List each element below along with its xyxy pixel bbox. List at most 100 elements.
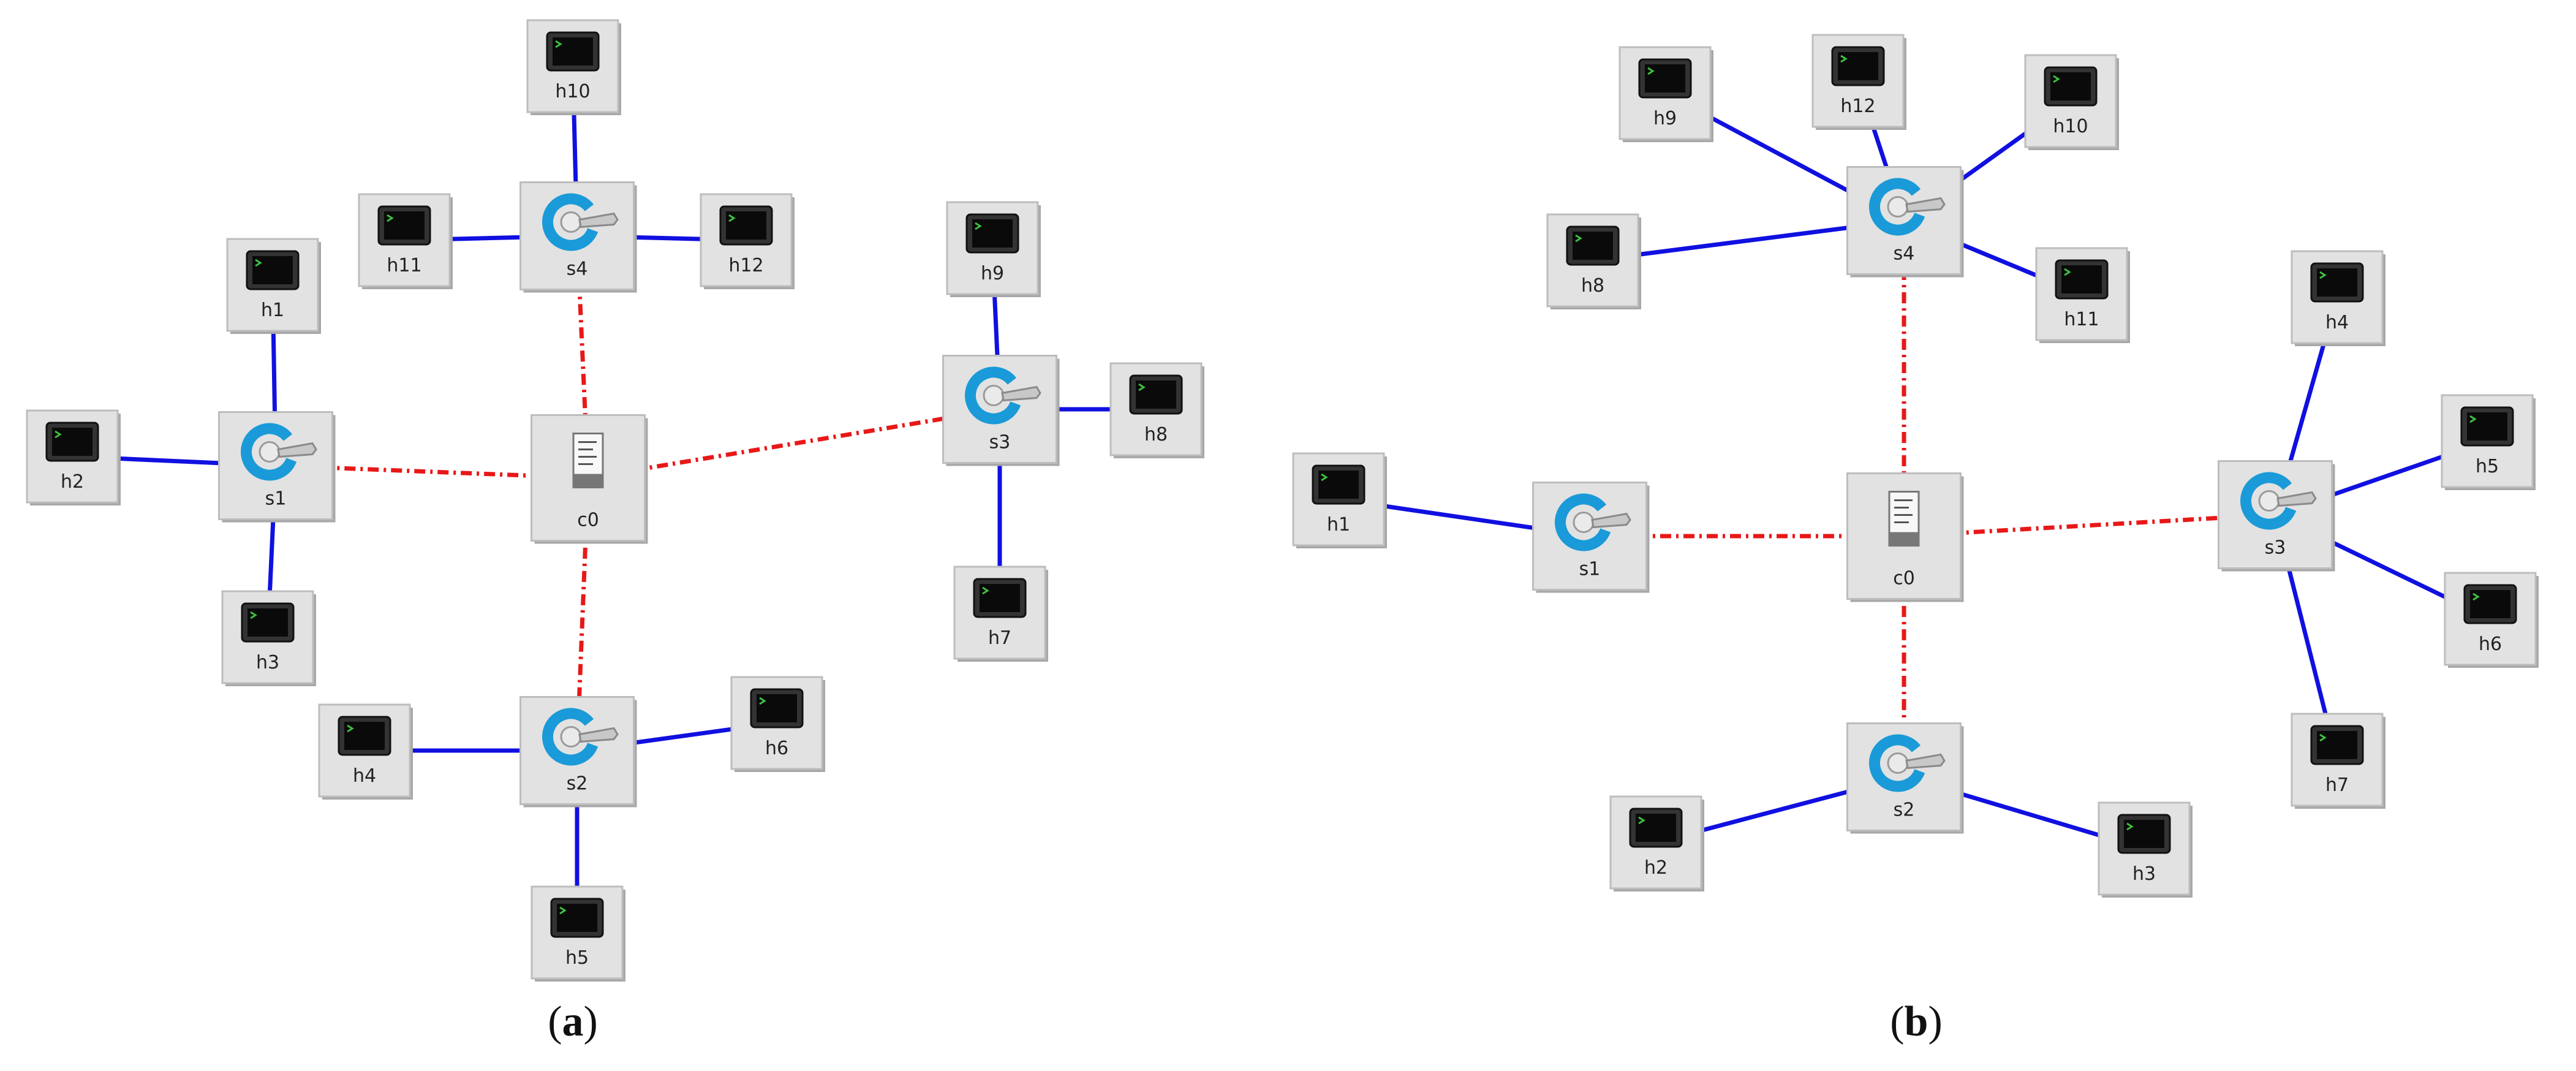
node-label-h10: h10 xyxy=(2053,116,2088,137)
switch-node-s1[interactable]: s1 xyxy=(218,411,336,523)
node-label-h4: h4 xyxy=(353,765,376,787)
terminal-icon xyxy=(2463,584,2517,624)
switch-icon xyxy=(542,193,619,251)
node-label-s4: s4 xyxy=(1894,243,1915,265)
terminal-icon xyxy=(1129,374,1183,415)
host-node-h7[interactable]: h7 xyxy=(953,566,1048,662)
terminal-icon xyxy=(2055,259,2109,300)
terminal-icon xyxy=(546,31,600,72)
control-link-c0-s3 xyxy=(1903,512,2276,539)
node-label-s3: s3 xyxy=(989,432,1011,453)
node-label-s2: s2 xyxy=(567,773,588,795)
host-node-h1[interactable]: h1 xyxy=(1292,452,1387,548)
node-label-h1: h1 xyxy=(261,300,284,321)
terminal-icon xyxy=(2310,262,2364,303)
host-node-h8[interactable]: h8 xyxy=(1109,362,1204,458)
host-node-h4[interactable]: h4 xyxy=(318,703,413,800)
node-label-c0: c0 xyxy=(577,510,599,531)
node-box xyxy=(1846,722,1962,831)
node-label-h8: h8 xyxy=(1581,275,1604,297)
switch-icon xyxy=(542,708,619,766)
host-node-h11[interactable]: h11 xyxy=(358,193,453,289)
terminal-icon xyxy=(1629,808,1683,848)
host-node-h7[interactable]: h7 xyxy=(2291,713,2385,809)
node-label-s3: s3 xyxy=(2265,537,2286,559)
host-node-h6[interactable]: h6 xyxy=(730,676,825,772)
controller-node-c0[interactable]: c0 xyxy=(1846,472,1964,602)
node-label-h10: h10 xyxy=(555,81,590,102)
switch-node-s2[interactable]: s2 xyxy=(519,696,637,808)
host-node-h6[interactable]: h6 xyxy=(2444,572,2539,668)
controller-node-c0[interactable]: c0 xyxy=(531,414,648,544)
host-node-h5[interactable]: h5 xyxy=(2441,394,2536,490)
host-node-h9[interactable]: h9 xyxy=(946,201,1041,297)
switch-node-s3[interactable]: s3 xyxy=(2218,460,2335,572)
terminal-icon xyxy=(2044,66,2098,107)
node-label-h4: h4 xyxy=(2325,312,2349,333)
node-label-h6: h6 xyxy=(2479,634,2502,655)
host-node-h5[interactable]: h5 xyxy=(531,885,625,982)
host-node-h8[interactable]: h8 xyxy=(1546,213,1641,309)
host-node-h10[interactable]: h10 xyxy=(2024,54,2119,150)
terminal-icon xyxy=(973,578,1027,618)
node-label-h3: h3 xyxy=(256,652,279,673)
terminal-icon xyxy=(1831,46,1885,86)
node-label-h9: h9 xyxy=(981,263,1004,284)
node-label-h3: h3 xyxy=(2132,863,2156,885)
terminal-icon xyxy=(2310,725,2364,765)
terminal-icon xyxy=(377,205,431,246)
node-label-h8: h8 xyxy=(1144,424,1168,445)
terminal-icon xyxy=(1638,58,1692,99)
node-label-h7: h7 xyxy=(2325,774,2349,796)
terminal-icon xyxy=(1566,225,1620,266)
node-label-h2: h2 xyxy=(61,471,84,493)
switch-icon xyxy=(1555,493,1631,551)
control-link-c0-s3 xyxy=(587,407,1000,480)
switch-icon xyxy=(1869,734,1946,792)
terminal-icon xyxy=(241,602,295,643)
switch-node-s4[interactable]: s4 xyxy=(1846,166,1964,278)
node-label-h1: h1 xyxy=(1327,514,1350,536)
host-node-h12[interactable]: h12 xyxy=(1811,34,1906,130)
host-node-h2[interactable]: h2 xyxy=(1609,795,1704,891)
switch-icon xyxy=(2240,472,2317,530)
terminal-icon xyxy=(45,422,99,462)
switch-node-s3[interactable]: s3 xyxy=(942,355,1060,466)
node-label-h2: h2 xyxy=(1644,857,1668,879)
host-node-h2[interactable]: h2 xyxy=(26,409,121,505)
host-node-h1[interactable]: h1 xyxy=(226,238,321,334)
terminal-icon xyxy=(2460,406,2514,447)
host-node-h9[interactable]: h9 xyxy=(1618,46,1713,142)
panel-a-nodes: c0 s1 s2 s3 s4 h1 h2 h3 h4 h5 h6 h7 h8 h9 h10 h11 h12 xyxy=(26,19,1204,982)
switch-node-s1[interactable]: s1 xyxy=(1532,482,1650,593)
node-label-h5: h5 xyxy=(2476,456,2499,477)
node-label-h12: h12 xyxy=(1840,96,1875,117)
host-node-h11[interactable]: h11 xyxy=(2035,247,2130,343)
host-node-h10[interactable]: h10 xyxy=(526,19,621,115)
switch-icon xyxy=(1869,178,1946,236)
terminal-icon xyxy=(719,205,773,246)
node-label-h11: h11 xyxy=(387,255,421,276)
server-icon xyxy=(1888,491,1920,547)
panel-a-caption: (a) xyxy=(548,998,598,1045)
host-node-h12[interactable]: h12 xyxy=(700,193,795,289)
panel-b-nodes: c0 s1 s2 s3 s4 h1 h2 h3 h4 h5 h6 h7 h8 h9 h10 h11 h12 xyxy=(1292,34,2539,898)
switch-node-s2[interactable]: s2 xyxy=(1846,722,1964,834)
host-node-h3[interactable]: h3 xyxy=(221,590,316,686)
switch-icon xyxy=(241,423,317,481)
server-icon xyxy=(572,433,604,488)
host-node-h3[interactable]: h3 xyxy=(2098,801,2193,898)
switch-node-s4[interactable]: s4 xyxy=(519,181,637,293)
terminal-icon xyxy=(965,213,1019,254)
terminal-icon xyxy=(1312,464,1365,505)
terminal-icon xyxy=(246,250,300,290)
panel-b: c0 s1 s2 s3 s4 h1 h2 h3 h4 h5 h6 h7 h8 h9 h10 h11 h12 (b… xyxy=(1292,34,2539,1045)
host-node-h4[interactable]: h4 xyxy=(2291,250,2385,346)
terminal-icon xyxy=(550,898,604,938)
node-label-s1: s1 xyxy=(1579,559,1601,580)
node-label-h12: h12 xyxy=(728,255,763,276)
panel-b-caption: (b) xyxy=(1890,998,1943,1045)
node-label-h9: h9 xyxy=(1653,108,1677,129)
node-label-s1: s1 xyxy=(265,488,287,510)
